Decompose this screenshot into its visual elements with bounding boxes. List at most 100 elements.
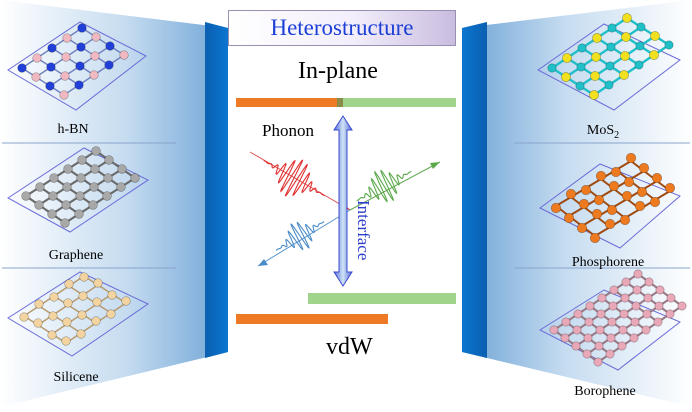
hbn-atom — [62, 33, 72, 43]
hbn-atom — [77, 23, 87, 33]
mos2-mo-atom — [664, 40, 674, 50]
hbn-cell-box — [7, 21, 147, 111]
hbn-atom — [104, 60, 114, 70]
material-label-mos2: MoS2 — [587, 123, 619, 141]
silicene-atom — [47, 330, 57, 340]
graphene-atom — [74, 209, 84, 219]
interface-label: Interface — [354, 200, 373, 260]
title-text: Heterostructure — [270, 15, 414, 40]
hbn-atom — [60, 71, 70, 81]
hbn-atom — [105, 41, 115, 51]
hbn-atom — [45, 81, 55, 91]
material-label-silicene: Silicene — [53, 370, 98, 385]
silicene-atom — [92, 297, 102, 307]
borophene-atom — [630, 317, 640, 327]
borophene-atom — [549, 325, 559, 335]
in-plane-green-layer — [340, 98, 456, 107]
vdw-green-layer — [308, 293, 456, 304]
phosphorene-atom — [610, 166, 622, 178]
mos2-s-atom — [589, 90, 599, 100]
silicene-atom — [49, 292, 59, 302]
graphene-cell-box — [7, 147, 149, 233]
mos2-mo-atom — [607, 23, 617, 33]
mos2-mo-atom — [635, 41, 645, 51]
graphene-atom — [130, 173, 140, 183]
mos2-mo-atom — [606, 42, 616, 52]
right-panel-edge — [462, 22, 487, 358]
mos2-mo-atom — [577, 43, 587, 53]
title-banner: Heterostructure — [228, 10, 456, 46]
borophene-atom — [605, 349, 615, 359]
phosphorene-atom — [563, 212, 575, 224]
phosphorene-atom — [625, 152, 637, 164]
in-plane-orange-layer — [236, 98, 340, 107]
phosphorene-atom — [634, 200, 646, 212]
hbn-atom — [46, 62, 56, 72]
phosphorene-atom — [604, 218, 616, 230]
borophene-atom — [573, 309, 583, 319]
borophene-atom — [595, 325, 605, 335]
borophene-atom — [583, 333, 593, 343]
borophene-atom — [561, 317, 571, 327]
graphene-atom — [63, 164, 73, 174]
borophene-atom — [644, 277, 654, 287]
mos2-s-atom — [590, 71, 600, 81]
phosphorene-atom — [593, 194, 605, 206]
silicene-atom — [19, 312, 29, 322]
graphene-structure — [21, 146, 140, 228]
material-label-hbn: h-BN — [57, 122, 88, 137]
phosphorene-atom — [623, 176, 635, 188]
in-plane-junction — [337, 98, 343, 107]
phosphorene-atom — [636, 186, 648, 198]
borophene-atom — [642, 309, 652, 319]
silicene-atom — [106, 309, 116, 319]
silicene-atom — [93, 278, 103, 288]
borophene-atom — [631, 301, 641, 311]
mos2-cell-box — [537, 23, 681, 111]
phosphorene-atom — [576, 222, 588, 234]
silicene-cell-box — [7, 271, 150, 357]
silicene-atom — [63, 298, 73, 308]
hbn-atom — [17, 63, 27, 73]
graphene-atom — [104, 155, 114, 165]
silicene-atom — [33, 318, 43, 328]
graphene-atom — [90, 164, 100, 174]
phonon-wavepacket-transmitted — [356, 169, 412, 203]
silicene-atom — [61, 336, 71, 346]
hbn-atom — [61, 52, 71, 62]
borophene-atom — [653, 317, 663, 327]
vdw-orange-layer — [236, 314, 388, 324]
mos2-mo-atom — [576, 62, 586, 72]
hbn-atom — [89, 70, 99, 80]
vdw-heading: vdW — [326, 334, 373, 360]
silicene-structure — [19, 272, 131, 346]
borophene-atom — [655, 285, 665, 295]
graphene-atom — [62, 182, 72, 192]
borophene-atom — [654, 301, 664, 311]
phosphorene-atom — [589, 232, 601, 244]
silicene-atom — [62, 317, 72, 327]
mos2-s-atom — [592, 33, 602, 43]
hbn-atom — [47, 43, 57, 53]
mos2-mo-atom — [547, 63, 557, 73]
hbn-atom — [119, 50, 129, 60]
phonon-transmitted-arrowhead — [430, 162, 440, 169]
phosphorene-atom — [565, 188, 577, 200]
graphene-atom — [76, 173, 86, 183]
silicene-atom — [91, 316, 101, 326]
in-plane-heading: In-plane — [298, 58, 378, 84]
hbn-atom — [59, 90, 69, 100]
silicene-atom — [107, 290, 117, 300]
phonon-transmitted-path — [349, 161, 441, 211]
borophene-atom — [641, 325, 651, 335]
mos2-mo-atom — [605, 61, 615, 71]
mos2-formula-subscript: 2 — [614, 130, 619, 141]
phosphorene-atom — [619, 214, 631, 226]
borophene-structure — [549, 269, 687, 367]
silicene-atom — [78, 291, 88, 301]
borophene-atom — [593, 357, 603, 367]
borophene-atom — [619, 309, 629, 319]
left-panel-background — [0, 0, 228, 407]
